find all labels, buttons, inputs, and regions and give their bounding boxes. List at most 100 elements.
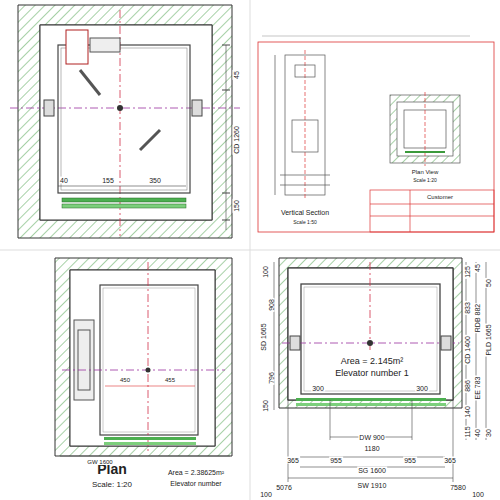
drawing-line [275,55,276,195]
drawing-text: GW 1600 [86,459,113,465]
dimension-text: 886 [464,379,471,393]
drawing-rect [62,198,186,202]
drawing-text: Vertical Section [280,209,330,216]
dimension-text: 30 [485,428,492,438]
drawing-rect [78,330,90,390]
drawing-text: SW 1910 [357,482,388,489]
drawing-path [55,258,232,456]
dimension-text: 140 [464,405,471,419]
drawing-line [453,400,454,482]
drawing-text: 365 [286,457,300,464]
dimension-text: RDB 882 [474,303,481,333]
drawing-text: 40 [59,177,69,184]
drawing-text: 100 [259,491,273,498]
drawing-rect [62,204,186,208]
dimension-text: SD 1665 [260,322,267,351]
title-block [370,190,494,232]
drawing-rect [90,38,120,52]
drawing-text: 450 [119,377,131,383]
drawing-path [279,258,462,408]
dimension-text: CD 1260 [233,125,240,155]
drawing-rect [296,403,446,406]
drawing-text: 300 [311,385,325,392]
drawing-line [405,151,445,153]
drawing-rect [66,30,88,64]
drawing-line [274,262,275,410]
drawing-rect [290,336,300,350]
drawing-line [305,50,306,200]
drawing-line [410,190,411,232]
vertical-section [275,50,330,200]
drawing-text: Scale 1:20 [412,178,438,183]
drawing-rect [441,336,451,350]
drawing-circle [117,105,123,111]
drawing-line [222,220,230,221]
drawing-text: 7580 [449,484,467,491]
drawing-text: 100 [471,491,485,498]
drawing-line [476,262,477,440]
drawing-text: SG 1600 [357,467,387,474]
drawing-line [280,185,330,186]
drawing-rect [288,268,453,400]
drawing-text: 1180 [363,445,380,452]
drawing-sheet-2 [258,36,494,232]
drawing-text: 300 [415,385,429,392]
drawing-line [330,400,331,440]
dimension-text: 50 [485,278,492,288]
drawing-line [222,90,230,91]
dimension-text: PLD 1665 [485,323,492,356]
drawing-rect [296,398,446,401]
drawing-text: Plan View [411,169,440,175]
shaft-plan-4 [274,258,486,482]
drawing-line [0,250,500,251]
dimension-text: 100 [262,265,269,279]
drawing-rect [370,190,494,232]
drawing-text: 365 [443,457,457,464]
drawing-line [58,186,186,187]
drawing-line [80,70,100,95]
dimension-text: 45 [233,70,240,80]
drawing-line [288,400,289,482]
drawing-rect [304,287,437,391]
dimension-text: 150 [262,399,269,413]
dimension-text: 908 [268,298,275,312]
drawing-line [140,130,160,150]
drawing-text: Customer [426,194,454,200]
drawing-circle [367,340,373,346]
drawing-rect [100,285,198,435]
drawing-line [262,36,470,37]
dimension-text: 40 [474,428,481,438]
dimension-text: 45 [474,263,481,273]
drawing-rect [295,65,315,77]
dimension-text: 796 [268,371,275,385]
drawing-line [370,216,494,217]
drawing-line [412,400,413,440]
drawing-rect [258,42,494,232]
drawing-line [300,457,445,458]
drawing-text: 455 [164,377,176,383]
drawing-text: 5076 [275,484,293,491]
shaft-plan-1 [10,5,240,238]
drawing-text: Area = 2.38625m² [167,469,225,476]
drawing-rect [58,45,190,193]
drawing-rect [74,320,94,400]
drawing-rect [103,288,195,432]
shaft-plan-3 [55,258,232,456]
dimension-text: EE 783 [474,376,481,401]
plan-view-small [390,92,460,166]
drawing-text: Scale: 1:20 [91,481,133,489]
drawing-rect [70,270,215,446]
drawing-rect [301,284,440,394]
drawing-text: Elevator number [169,480,222,487]
drawing-line [60,456,230,457]
drawing-text: DW 900 [358,434,385,441]
drawing-rect [192,100,202,116]
drawing-circle [146,368,151,373]
drawing-line [370,204,494,205]
drawing-line [370,262,371,352]
drawing-rect [292,120,318,152]
